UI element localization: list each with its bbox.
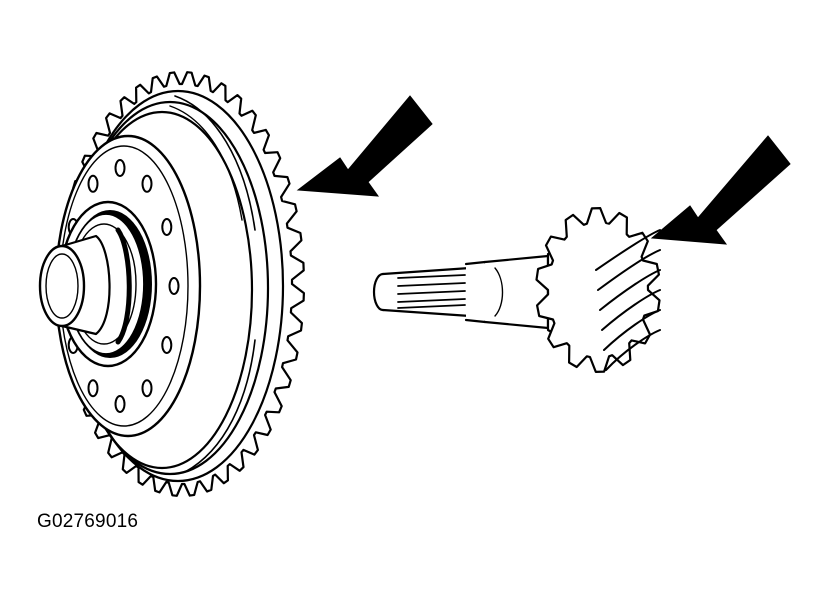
spline-line [397, 290, 466, 295]
bearing-race [115, 227, 132, 345]
spline-line [397, 304, 466, 309]
arrow-ring-gear [296, 95, 433, 197]
helix-line [597, 249, 661, 291]
bolt-hole [161, 218, 173, 236]
pinion-helical-lines [595, 229, 661, 371]
helix-line [601, 289, 661, 331]
pointer-arrow-icon [296, 95, 791, 245]
bolt-hole [87, 379, 99, 398]
helix-line [603, 309, 661, 351]
figure-id: G02769016 [37, 511, 139, 532]
helix-line [599, 269, 661, 311]
hub-stub-face [38, 244, 86, 328]
bolt-hole [161, 336, 173, 354]
spline-line [397, 298, 466, 303]
bolt-hole [114, 395, 126, 413]
ring-gear-icon [38, 71, 305, 497]
bolt-hole [141, 379, 153, 398]
ring-gear-bevel [174, 95, 256, 231]
bolt-hole [87, 174, 99, 193]
helix-line [595, 229, 661, 271]
bolt-hole [141, 174, 153, 193]
bolt-hole [114, 159, 126, 177]
pinion-splines [397, 274, 466, 309]
arrow-pinion-gear [650, 135, 791, 245]
spline-line [397, 282, 466, 287]
helix-line [605, 329, 661, 371]
bolt-hole [168, 277, 180, 295]
pinion-gear-icon [372, 207, 661, 373]
spline-line [397, 274, 466, 279]
